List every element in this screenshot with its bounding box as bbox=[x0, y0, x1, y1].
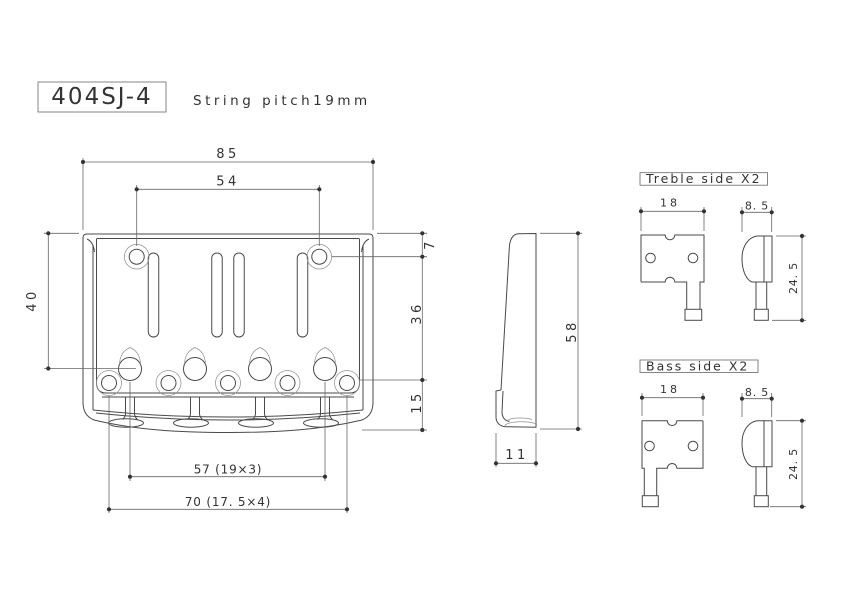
treble-label: Treble side X2 bbox=[645, 171, 762, 186]
foot-4 bbox=[303, 418, 339, 428]
bass-dim-18-lines bbox=[641, 393, 704, 416]
bass-dim-18: 18 bbox=[660, 383, 680, 396]
foot-1 bbox=[108, 418, 144, 428]
mount-hole-5-csk bbox=[334, 370, 360, 396]
treble-dim-18-lines bbox=[640, 207, 705, 231]
mount-hole-1 bbox=[101, 375, 117, 391]
treble-front-outline bbox=[640, 234, 705, 310]
saddle-teardrop-1 bbox=[119, 347, 141, 365]
dim-57-lines bbox=[129, 382, 326, 481]
dim-70: 70 (17. 5×4) bbox=[185, 495, 271, 509]
bass-front-foot bbox=[641, 495, 659, 508]
string-slot-2 bbox=[211, 252, 223, 338]
string-slot-1 bbox=[147, 252, 160, 338]
bass-side-foot bbox=[753, 495, 769, 508]
dim-right-chain-lines bbox=[332, 232, 427, 431]
treble-front-hole-right bbox=[687, 252, 699, 264]
treble-label-box bbox=[639, 172, 768, 186]
apron-edge-upper bbox=[92, 409, 364, 418]
bass-label: Bass side X2 bbox=[646, 358, 749, 373]
saddle-screw-4 bbox=[313, 357, 337, 381]
bass-front-hole-right bbox=[687, 440, 699, 452]
saddle-legs bbox=[108, 397, 339, 428]
front-view-dimensions: 85 54 40 7 36 15 57 (19×3) 70 (17. 5×4) bbox=[25, 147, 438, 513]
dim-36: 36 bbox=[410, 301, 425, 325]
treble-side-foot bbox=[753, 308, 769, 321]
side-foot-bend bbox=[501, 390, 510, 422]
model-box bbox=[37, 81, 167, 113]
mount-hole-3-csk bbox=[215, 370, 241, 396]
mount-hole-5 bbox=[339, 375, 355, 391]
mount-hole-1-csk bbox=[96, 370, 122, 396]
bass-front-outline bbox=[641, 420, 704, 496]
mount-hole-2-csk bbox=[155, 370, 182, 396]
bass-side-views: Bass side X2 18 8. 5 24. 5 bbox=[639, 358, 806, 509]
dim-15: 15 bbox=[410, 390, 425, 414]
mount-screw-holes bbox=[96, 370, 360, 396]
treble-side-outline bbox=[741, 235, 773, 283]
treble-dim-18: 18 bbox=[660, 197, 680, 210]
dim-54: 54 bbox=[216, 174, 240, 189]
dim-40-lines bbox=[44, 232, 136, 369]
leg-3 bbox=[252, 397, 268, 420]
model-number: 404SJ-4 bbox=[51, 84, 152, 110]
treble-dim-height: 24. 5 bbox=[787, 262, 800, 294]
treble-dim-depth: 8. 5 bbox=[745, 200, 769, 213]
saddle-teardrop-3 bbox=[249, 347, 271, 365]
saddle-screw-1 bbox=[118, 357, 142, 381]
treble-side-views: Treble side X2 18 8. 5 24. 5 bbox=[638, 171, 806, 323]
side-foot-ellipse bbox=[504, 417, 538, 427]
leg-4 bbox=[317, 397, 333, 420]
dim-85-lines bbox=[82, 158, 374, 230]
corner-bend-right bbox=[361, 238, 370, 253]
saddle-teardrop-2 bbox=[184, 347, 206, 365]
saddle-teardrop-4 bbox=[314, 347, 336, 365]
top-hole-left bbox=[128, 248, 145, 265]
pitch-note: String pitch19mm bbox=[193, 93, 371, 109]
top-hole-left-csk bbox=[124, 244, 150, 270]
mount-hole-4 bbox=[279, 375, 296, 391]
dim-58: 58 bbox=[565, 319, 580, 343]
mount-hole-3 bbox=[220, 375, 236, 391]
plate-outline bbox=[82, 233, 374, 434]
dim-40: 40 bbox=[25, 288, 40, 312]
dim-54-lines bbox=[136, 185, 320, 246]
bass-side-leg bbox=[755, 466, 768, 496]
treble-side-leg bbox=[755, 282, 768, 310]
foot-2 bbox=[173, 418, 209, 428]
foot-3 bbox=[238, 418, 274, 428]
bass-dim-depth: 8. 5 bbox=[745, 386, 769, 399]
bass-dim-height: 24. 5 bbox=[787, 448, 800, 480]
dim-7: 7 bbox=[423, 238, 438, 250]
top-hole-right-csk bbox=[306, 244, 332, 270]
bass-label-box bbox=[639, 359, 759, 373]
title-block: 404SJ-4 String pitch19mm bbox=[37, 81, 371, 113]
bass-front-hole-left bbox=[644, 440, 655, 452]
corner-bend-left bbox=[86, 238, 95, 253]
treble-front-foot bbox=[684, 308, 703, 321]
string-slot-4 bbox=[296, 252, 309, 338]
saddle-screw-2 bbox=[183, 357, 207, 381]
dim-58-lines bbox=[540, 232, 582, 430]
mount-hole-4-csk bbox=[274, 370, 301, 396]
top-hole-right bbox=[311, 248, 328, 265]
dim-11: 11 bbox=[505, 448, 529, 463]
dim-57: 57 (19×3) bbox=[194, 463, 263, 477]
plate-recess bbox=[96, 239, 360, 394]
leg-2 bbox=[187, 397, 203, 420]
saddle-screw-3 bbox=[248, 357, 272, 381]
bridge-front-view bbox=[82, 233, 374, 434]
dim-70-lines bbox=[108, 396, 348, 513]
bass-side-outline bbox=[741, 420, 773, 468]
treble-front-hole-left bbox=[645, 252, 656, 264]
mount-hole-2 bbox=[160, 375, 177, 391]
leg-1 bbox=[122, 397, 138, 420]
dim-85: 85 bbox=[216, 147, 240, 162]
string-slot-3 bbox=[233, 252, 245, 338]
bridge-side-view: 58 11 bbox=[493, 231, 582, 467]
saddle-screws bbox=[118, 347, 337, 381]
side-outline bbox=[495, 232, 537, 428]
